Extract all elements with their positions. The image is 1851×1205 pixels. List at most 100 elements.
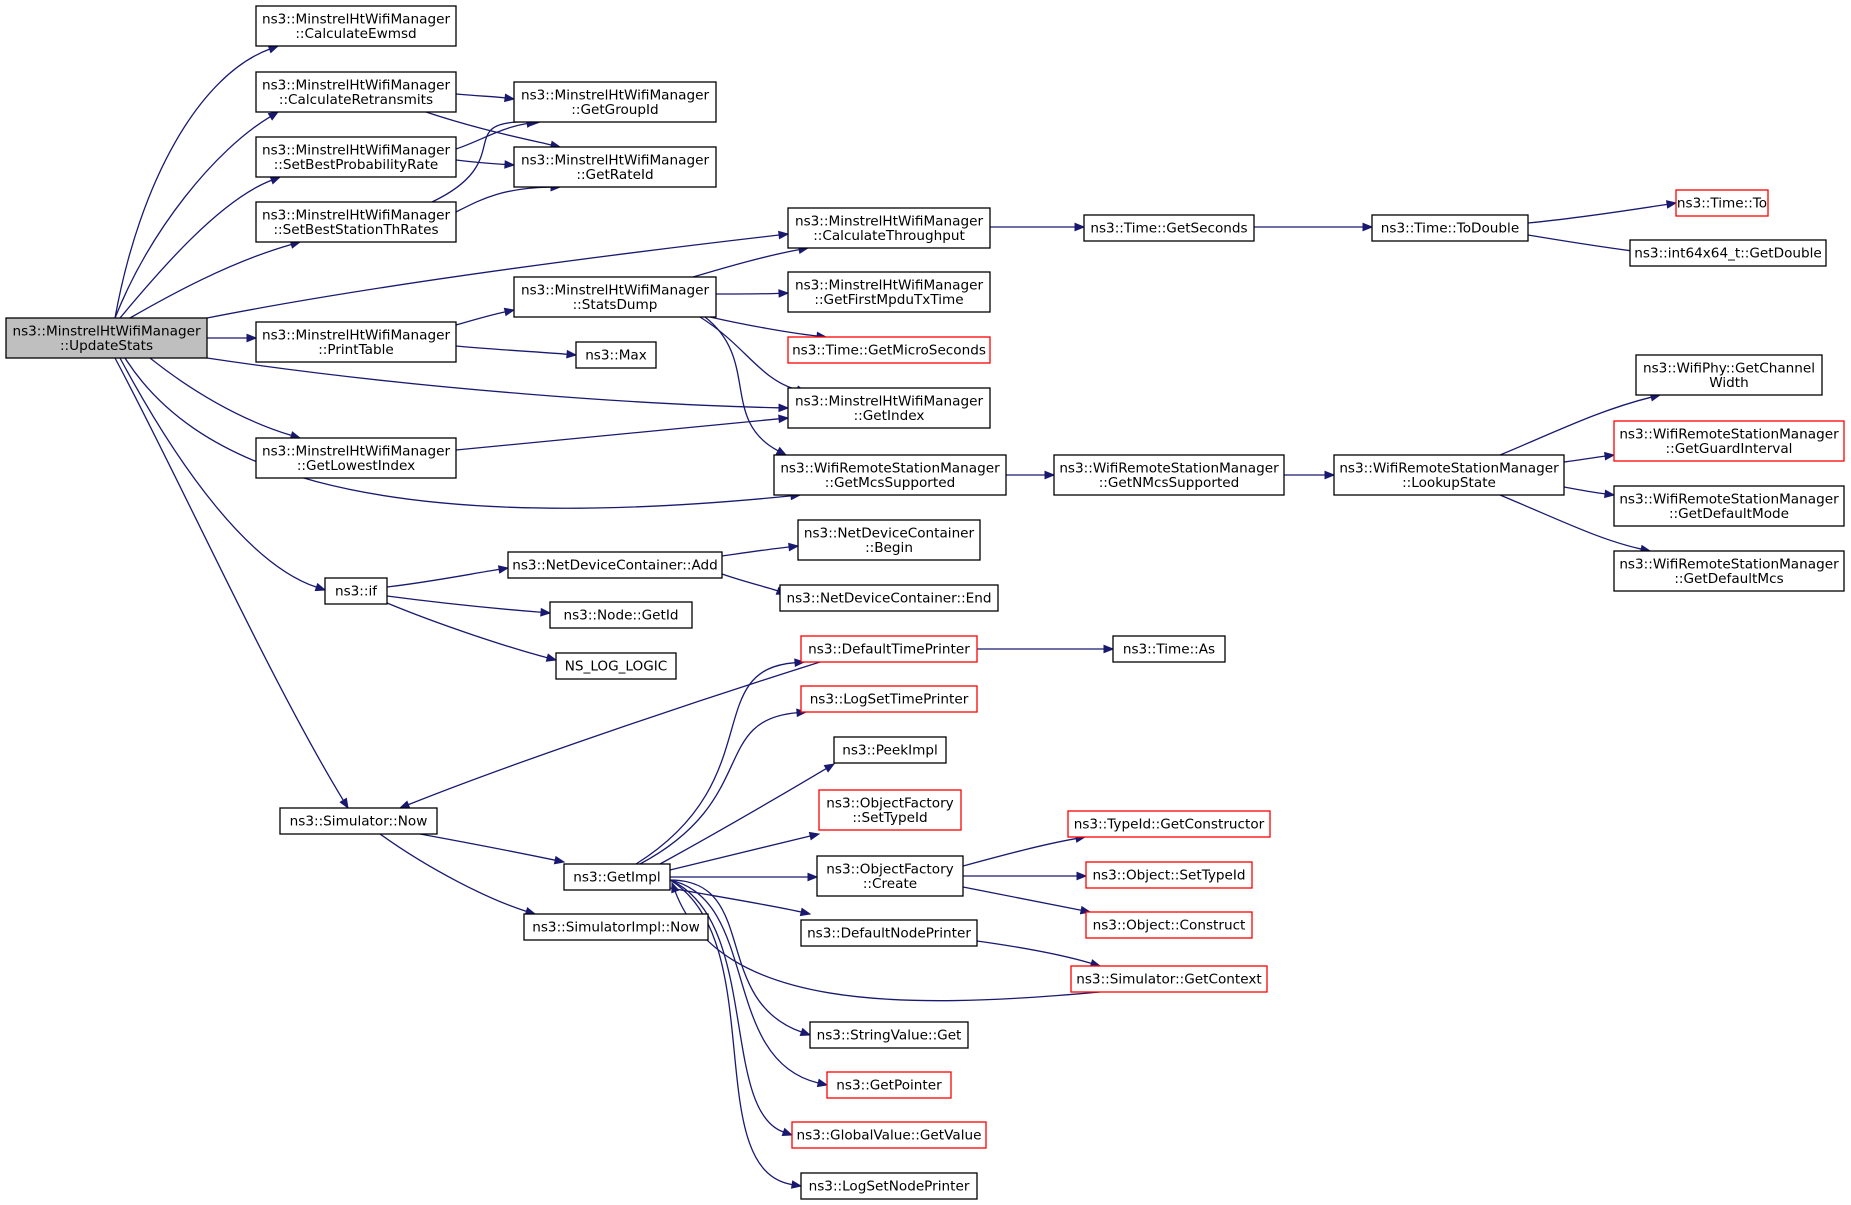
node-ns3-simulator-now[interactable]: ns3::Simulator::Now xyxy=(279,807,438,835)
node-ns3-minstrelhtwifimanager-calculateewmsd[interactable]: ns3::MinstrelHtWifiManager::CalculateEwm… xyxy=(255,5,457,47)
node-ns3-minstrelhtwifimanager-getrateid[interactable]: ns3::MinstrelHtWifiManager::GetRateId xyxy=(513,146,717,188)
node-ns3-globalvalue-getvalue[interactable]: ns3::GlobalValue::GetValue xyxy=(791,1121,987,1149)
edge-line xyxy=(715,292,780,295)
node-ns3-defaultnodeprinter[interactable]: ns3::DefaultNodePrinter xyxy=(800,919,978,947)
edge-arrowhead xyxy=(781,1127,794,1136)
node-ns3-minstrelhtwifimanager-printtable[interactable]: ns3::MinstrelHtWifiManager::PrintTable xyxy=(255,321,457,363)
edge-n0-to-n22 xyxy=(124,357,802,509)
node-ns3-minstrelhtwifimanager-updatestats[interactable]: ns3::MinstrelHtWifiManager::UpdateStats xyxy=(5,317,208,359)
edge-n43-to-n47 xyxy=(1563,451,1616,463)
node-ns3-stringvalue-get[interactable]: ns3::StringValue::Get xyxy=(809,1021,969,1049)
edge-n42-to-n45 xyxy=(1527,234,1642,256)
node-ns3-wifiremotestationmanager-getguardinterval[interactable]: ns3::WifiRemoteStationManager::GetGuardI… xyxy=(1613,420,1845,462)
node-ns3-time-getseconds[interactable]: ns3::Time::GetSeconds xyxy=(1083,214,1255,242)
edge-line xyxy=(1527,203,1668,224)
node-ns3-defaulttimeprinter[interactable]: ns3::DefaultTimePrinter xyxy=(800,635,978,663)
node-ns3-node-getid[interactable]: ns3::Node::GetId xyxy=(549,601,693,629)
node-ns3-peekimpl[interactable]: ns3::PeekImpl xyxy=(833,736,947,764)
node-ns3-netdevicecontainer-begin[interactable]: ns3::NetDeviceContainer::Begin xyxy=(797,519,981,561)
node-ns3-simulatorimpl-now[interactable]: ns3::SimulatorImpl::Now xyxy=(523,913,709,941)
node-ns3-logsettimeprinter[interactable]: ns3::LogSetTimePrinter xyxy=(800,685,978,713)
edge-line xyxy=(1563,455,1606,463)
node-label: ::CalculateThroughput xyxy=(813,228,965,244)
node-ns3-time-to[interactable]: ns3::Time::To xyxy=(1675,189,1769,217)
node-box xyxy=(800,635,978,663)
node-ns3-minstrelhtwifimanager-setbeststationthrates[interactable]: ns3::MinstrelHtWifiManager::SetBestStati… xyxy=(255,201,457,243)
edge-line xyxy=(669,887,802,913)
edge-line xyxy=(114,357,344,801)
node-label: ns3::Time::GetSeconds xyxy=(1090,221,1247,237)
edge-arrowhead xyxy=(1076,871,1088,881)
node-ns3-minstrelhtwifimanager-calculateretransmits[interactable]: ns3::MinstrelHtWifiManager::CalculateRet… xyxy=(255,71,457,113)
edge-n18-to-n35 xyxy=(989,222,1086,232)
node-box xyxy=(1112,635,1226,663)
node-ns-log-logic[interactable]: NS_LOG_LOGIC xyxy=(555,652,677,680)
node-ns3-if[interactable]: ns3::if xyxy=(324,577,388,605)
node-ns3-time-as[interactable]: ns3::Time::As xyxy=(1112,635,1226,663)
node-label: ns3::MinstrelHtWifiManager xyxy=(262,11,450,27)
node-ns3-typeid-getconstructor[interactable]: ns3::TypeId::GetConstructor xyxy=(1067,810,1271,838)
edge-n13-to-n23 xyxy=(721,542,800,557)
edge-line xyxy=(431,121,532,203)
node-ns3-int64x64-t-getdouble[interactable]: ns3::int64x64_t::GetDouble xyxy=(1629,239,1827,267)
node-label: ns3::GetPointer xyxy=(836,1078,942,1094)
node-ns3-logsetnodeprinter[interactable]: ns3::LogSetNodePrinter xyxy=(800,1172,978,1200)
node-label: ns3::WifiRemoteStationManager xyxy=(1059,460,1279,476)
node-ns3-netdevicecontainer-add[interactable]: ns3::NetDeviceContainer::Add xyxy=(507,551,723,579)
node-ns3-simulator-getcontext[interactable]: ns3::Simulator::GetContext xyxy=(1070,965,1268,993)
node-ns3-minstrelhtwifimanager-statsdump[interactable]: ns3::MinstrelHtWifiManager::StatsDump xyxy=(513,276,717,318)
edge-n6-to-n21 xyxy=(455,414,790,451)
node-ns3-max[interactable]: ns3::Max xyxy=(575,341,657,369)
node-ns3-minstrelhtwifimanager-getlowestindex[interactable]: ns3::MinstrelHtWifiManager::GetLowestInd… xyxy=(255,437,457,479)
edge-arrowhead xyxy=(778,289,790,298)
node-ns3-wifiremotestationmanager-getnmcssupported[interactable]: ns3::WifiRemoteStationManager::GetNMcsSu… xyxy=(1053,454,1285,496)
edge-arrowhead xyxy=(246,333,258,343)
edge-n0-to-n18 xyxy=(206,230,790,319)
node-ns3-wifiremotestationmanager-getdefaultmode[interactable]: ns3::WifiRemoteStationManager::GetDefaul… xyxy=(1613,485,1845,527)
edge-line xyxy=(386,568,500,588)
node-label: ns3::NetDeviceContainer xyxy=(804,525,975,541)
node-label: ns3::DefaultNodePrinter xyxy=(807,926,971,942)
node-ns3-time-getmicroseconds[interactable]: ns3::Time::GetMicroSeconds xyxy=(787,336,991,364)
node-ns3-objectfactory-create[interactable]: ns3::ObjectFactory::Create xyxy=(816,855,964,897)
node-label: ::GetIndex xyxy=(854,408,925,424)
node-ns3-wifiremotestationmanager-getdefaultmcs[interactable]: ns3::WifiRemoteStationManager::GetDefaul… xyxy=(1613,550,1845,592)
edge-n25-to-n8 xyxy=(398,661,821,809)
edges-layer xyxy=(114,45,1678,1189)
node-ns3-minstrelhtwifimanager-calculatethroughput[interactable]: ns3::MinstrelHtWifiManager::CalculateThr… xyxy=(787,207,991,249)
node-ns3-wifiremotestationmanager-lookupstate[interactable]: ns3::WifiRemoteStationManager::LookupSta… xyxy=(1333,454,1565,496)
edge-line xyxy=(659,768,827,865)
node-ns3-minstrelhtwifimanager-getgroupid[interactable]: ns3::MinstrelHtWifiManager::GetGroupId xyxy=(513,81,717,123)
node-ns3-minstrelhtwifimanager-setbestprobabilityrate[interactable]: ns3::MinstrelHtWifiManager::SetBestProba… xyxy=(255,136,457,178)
edge-arrowhead xyxy=(799,907,812,917)
nodes-layer: ns3::MinstrelHtWifiManager::UpdateStatsn… xyxy=(5,5,1845,1200)
node-ns3-minstrelhtwifimanager-getfirstmpdutxtime[interactable]: ns3::MinstrelHtWifiManager::GetFirstMpdu… xyxy=(787,271,991,313)
node-ns3-objectfactory-settypeid[interactable]: ns3::ObjectFactory::SetTypeId xyxy=(818,789,962,831)
node-ns3-getpointer[interactable]: ns3::GetPointer xyxy=(826,1071,952,1099)
edge-n16-to-n27 xyxy=(659,763,836,865)
node-box xyxy=(1067,810,1271,838)
edge-arrowhead xyxy=(816,1078,829,1088)
edge-line xyxy=(149,357,292,437)
node-ns3-getimpl[interactable]: ns3::GetImpl xyxy=(563,863,671,891)
node-ns3-netdevicecontainer-end[interactable]: ns3::NetDeviceContainer::End xyxy=(779,584,999,612)
node-ns3-object-settypeid[interactable]: ns3::Object::SetTypeId xyxy=(1085,861,1253,889)
node-label: ns3::Time::As xyxy=(1123,642,1215,658)
edge-line xyxy=(962,886,1082,911)
edge-n16-to-n29 xyxy=(669,872,819,882)
node-box xyxy=(773,454,1007,496)
node-box xyxy=(279,807,438,835)
node-ns3-minstrelhtwifimanager-getindex[interactable]: ns3::MinstrelHtWifiManager::GetIndex xyxy=(787,387,991,429)
edge-arrowhead xyxy=(267,111,280,121)
node-box xyxy=(800,685,978,713)
node-ns3-wifiremotestationmanager-getmcssupported[interactable]: ns3::WifiRemoteStationManager::GetMcsSup… xyxy=(773,454,1007,496)
node-ns3-time-todouble[interactable]: ns3::Time::ToDouble xyxy=(1371,214,1529,242)
edge-n16-to-n25 xyxy=(635,658,806,865)
edge-n11-to-n22 xyxy=(704,316,788,456)
edge-line xyxy=(119,357,317,588)
edge-n8-to-n17 xyxy=(379,833,537,916)
edge-n29-to-n38 xyxy=(962,834,1087,867)
node-ns3-object-construct[interactable]: ns3::Object::Construct xyxy=(1085,911,1253,939)
edge-n30-to-n41 xyxy=(976,940,1102,968)
